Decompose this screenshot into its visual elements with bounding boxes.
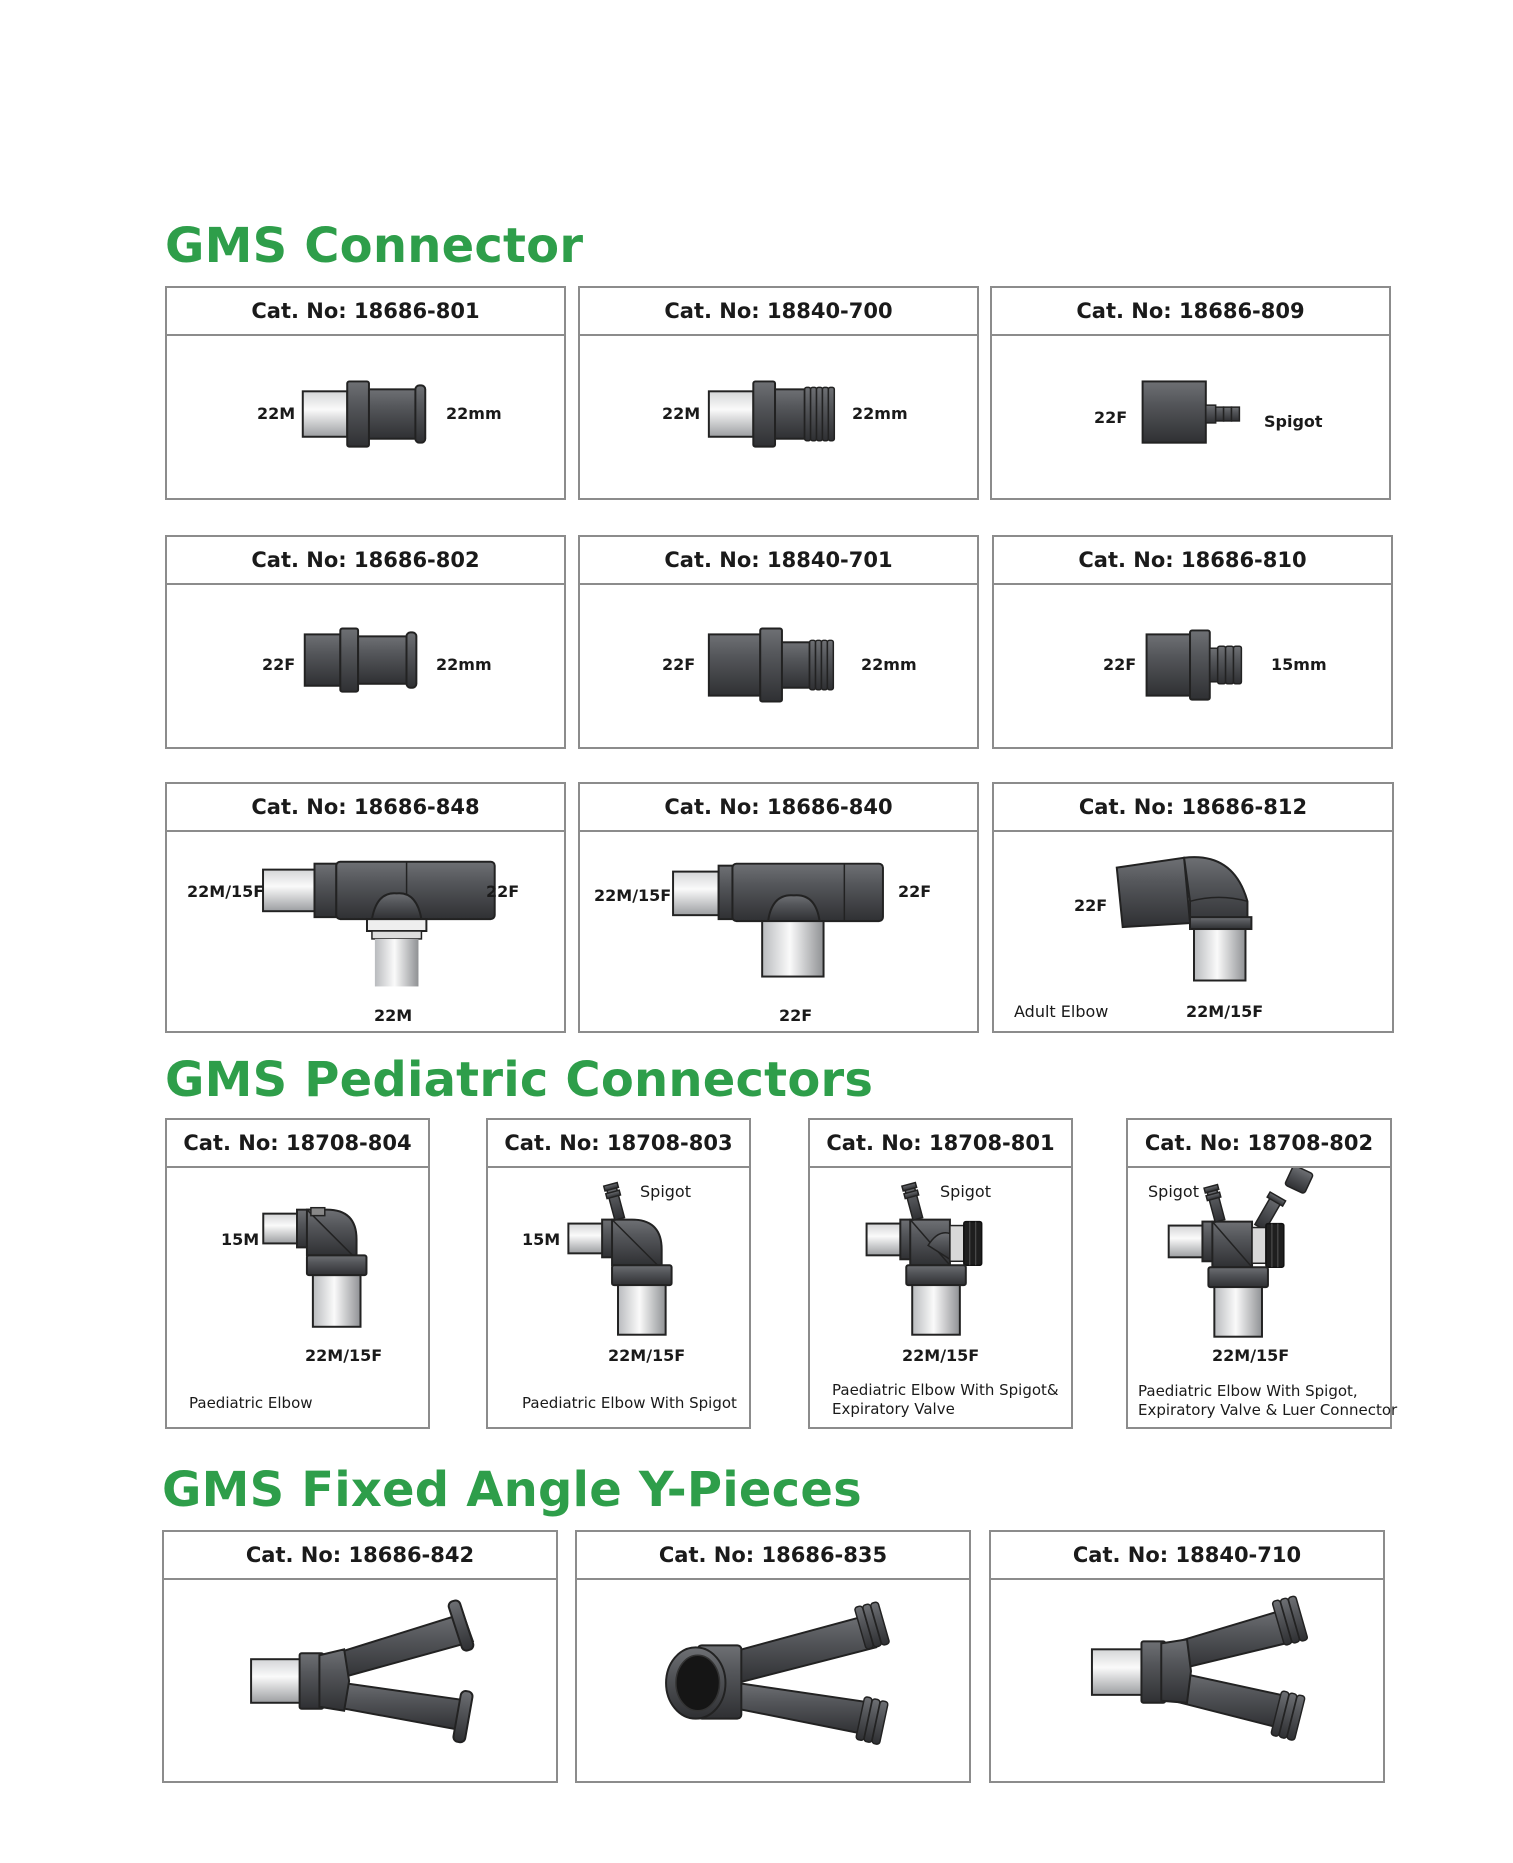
bottom-port-label: 22M/15F (608, 1346, 686, 1365)
product-card: Cat. No: 18686-809 22F Spigot (990, 286, 1391, 500)
cat-number: Cat. No: 18840-700 (580, 288, 977, 336)
cat-number: Cat. No: 18708-801 (810, 1120, 1071, 1168)
product-caption: Paediatric Elbow (189, 1394, 313, 1412)
left-port-label: 22M (662, 404, 701, 423)
left-port-label: 22F (1094, 408, 1128, 427)
product-caption-line-1: Paediatric Elbow With Spigot, (1138, 1382, 1358, 1400)
product-caption: Adult Elbow (1014, 1002, 1109, 1021)
left-port-label: 22F (1103, 655, 1137, 674)
right-port-label: 22F (486, 882, 520, 901)
straight-connector-image (303, 627, 418, 693)
left-port-label: 22M/15F (594, 886, 672, 905)
section-title-connector: GMS Connector (165, 218, 584, 274)
straight-connector-image (707, 627, 835, 703)
spigot-label: Spigot (1148, 1182, 1199, 1201)
product-caption-line-2: Expiratory Valve (832, 1400, 955, 1418)
t-piece-connector-image (262, 860, 496, 987)
cat-number: Cat. No: 18686-802 (167, 537, 564, 585)
left-port-label: 22F (262, 655, 296, 674)
product-caption: Paediatric Elbow With Spigot (522, 1394, 737, 1412)
left-port-label: 22F (662, 655, 696, 674)
left-port-label: 22F (1074, 896, 1108, 915)
product-card: Cat. No: 18840-701 22F 22mm (578, 535, 979, 749)
cat-number: Cat. No: 18686-812 (994, 784, 1392, 832)
cat-number: Cat. No: 18686-810 (994, 537, 1391, 585)
right-port-label: 22mm (446, 404, 502, 423)
bottom-port-label: 22F (779, 1006, 813, 1025)
product-card: Cat. No: 18708-803 15M Spigot 22M/15F Pa… (486, 1118, 751, 1429)
right-port-label: 15mm (1271, 655, 1327, 674)
cat-number: Cat. No: 18686-848 (167, 784, 564, 832)
right-port-label: 22F (898, 882, 932, 901)
cat-number: Cat. No: 18686-809 (992, 288, 1389, 336)
spigot-connector-image (1141, 380, 1241, 444)
bottom-port-label: 22M/15F (305, 1346, 383, 1365)
straight-connector-image (301, 380, 427, 448)
paediatric-elbow-luer-image (1167, 1168, 1314, 1338)
product-card: Cat. No: 18686-848 22M/15F 22F 22M (165, 782, 566, 1033)
product-card: Cat. No: 18686-802 22F 22mm (165, 535, 566, 749)
left-port-label: 22M (257, 404, 296, 423)
product-caption-line-2: Expiratory Valve & Luer Connector (1138, 1401, 1398, 1419)
bottom-port-label: 22M/15F (1186, 1002, 1264, 1021)
left-port-label: 15M (522, 1230, 561, 1249)
cat-number: Cat. No: 18686-840 (580, 784, 977, 832)
hose-connector-image (1145, 629, 1243, 701)
paediatric-elbow-valve-image (865, 1181, 983, 1336)
y-piece-image (665, 1601, 890, 1745)
cat-number: Cat. No: 18686-801 (167, 288, 564, 336)
t-piece-connector-image (672, 862, 884, 978)
y-piece-image (1090, 1595, 1309, 1741)
cat-number: Cat. No: 18686-835 (577, 1532, 969, 1580)
product-card: Cat. No: 18686-810 22F 15mm (992, 535, 1393, 749)
paediatric-elbow-spigot-image (567, 1181, 673, 1336)
product-card: Cat. No: 18708-804 15M 22M/15F Paediatri… (165, 1118, 430, 1429)
spigot-label: Spigot (640, 1182, 691, 1201)
right-port-label: Spigot (1264, 412, 1323, 431)
product-card: Cat. No: 18708-802 (1126, 1118, 1397, 1429)
cat-number: Cat. No: 18686-842 (164, 1532, 556, 1580)
cat-number: Cat. No: 18708-802 (1128, 1120, 1390, 1168)
section-title-pediatric: GMS Pediatric Connectors (165, 1052, 874, 1108)
bottom-port-label: 22M/15F (1212, 1346, 1290, 1365)
left-port-label: 15M (221, 1230, 260, 1249)
product-card: Cat. No: 18686-801 22M 22mm (165, 286, 566, 500)
paediatric-elbow-image (262, 1206, 368, 1328)
bottom-port-label: 22M/15F (902, 1346, 980, 1365)
right-port-label: 22mm (861, 655, 917, 674)
cat-number: Cat. No: 18708-803 (488, 1120, 749, 1168)
product-card: Cat. No: 18686-842 (162, 1530, 558, 1783)
spigot-label: Spigot (940, 1182, 991, 1201)
product-card: Cat. No: 18708-801 Spigot 22M/15F Paedia… (808, 1118, 1073, 1429)
product-card: Cat. No: 18686-840 22M/15F 22F 22F (578, 782, 979, 1033)
adult-elbow-image (1115, 856, 1253, 982)
right-port-label: 22mm (852, 404, 908, 423)
y-piece-image (250, 1599, 475, 1744)
cat-number: Cat. No: 18840-710 (991, 1532, 1383, 1580)
right-port-label: 22mm (436, 655, 492, 674)
straight-connector-image (707, 380, 836, 448)
product-card: Cat. No: 18686-835 (575, 1530, 971, 1783)
product-card: Cat. No: 18686-812 22F 22M/15F Adult Elb… (992, 782, 1394, 1033)
cat-number: Cat. No: 18708-804 (167, 1120, 428, 1168)
product-caption-line-1: Paediatric Elbow With Spigot& (832, 1381, 1059, 1399)
left-port-label: 22M/15F (187, 882, 265, 901)
cat-number: Cat. No: 18840-701 (580, 537, 977, 585)
bottom-port-label: 22M (374, 1006, 413, 1025)
section-title-ypieces: GMS Fixed Angle Y-Pieces (162, 1462, 862, 1518)
product-card: Cat. No: 18840-700 22M 22mm (578, 286, 979, 500)
product-card: Cat. No: 18840-710 (989, 1530, 1385, 1783)
